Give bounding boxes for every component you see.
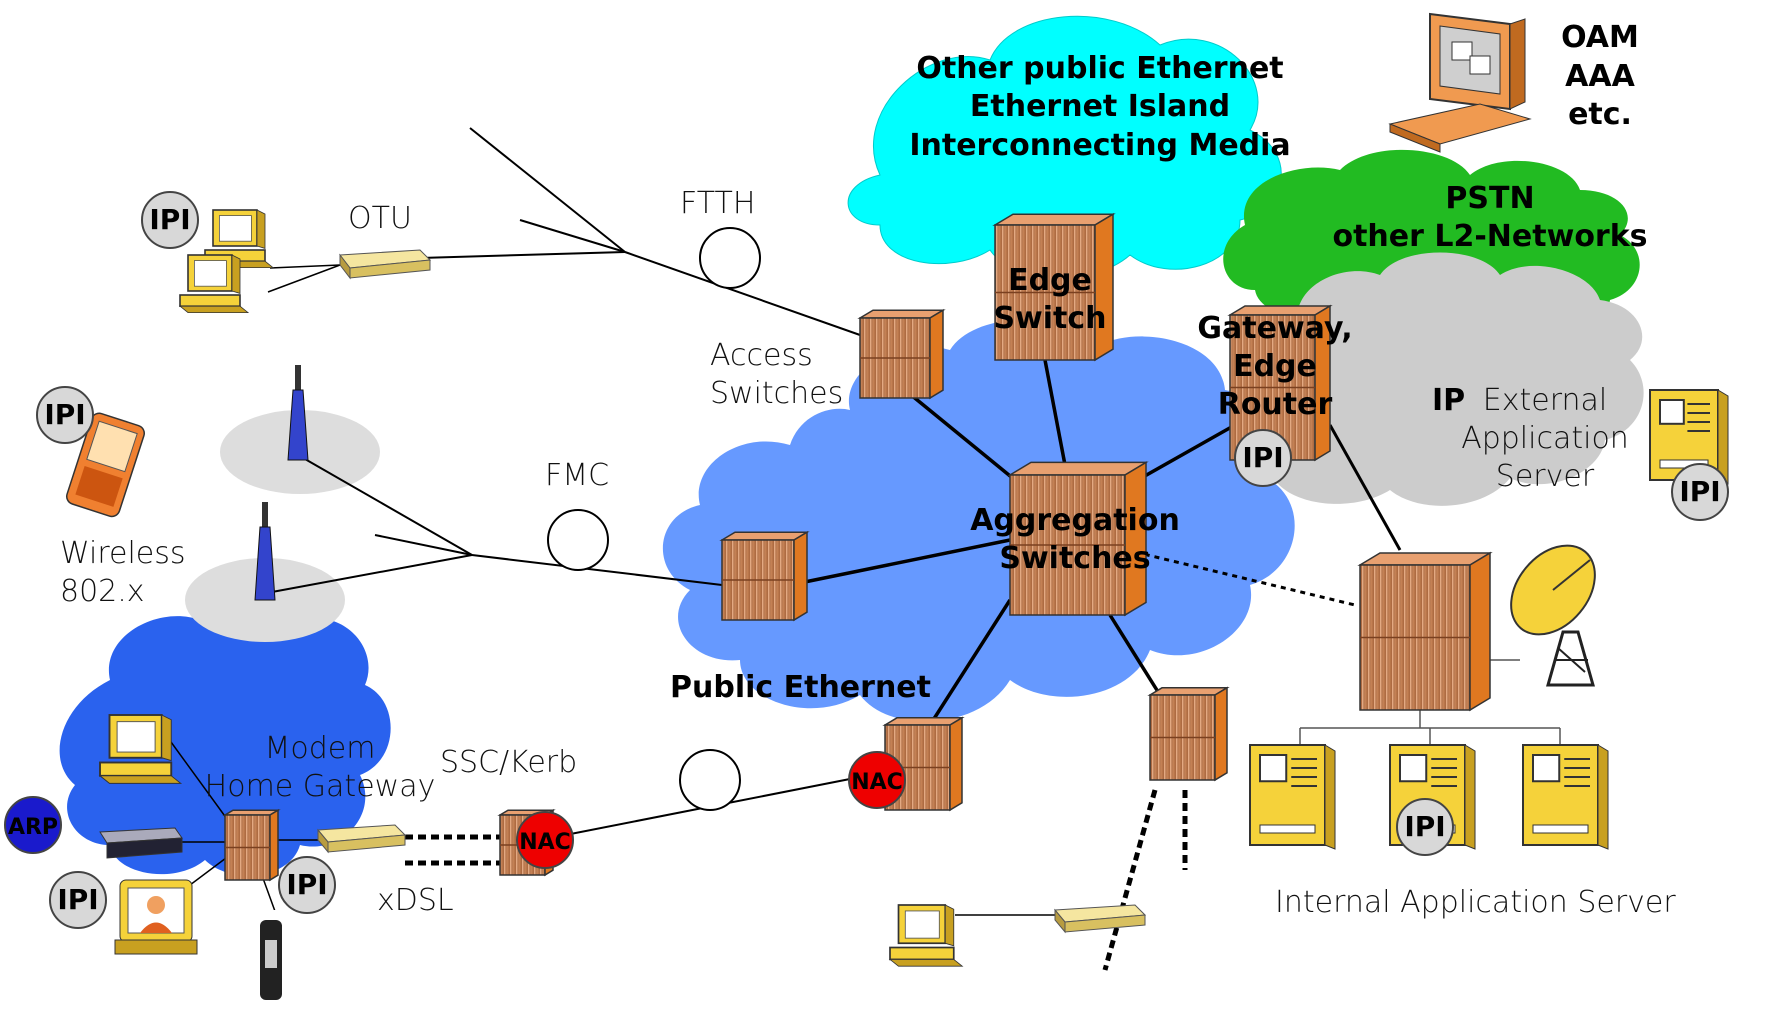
dsl-ring [679, 749, 741, 811]
ipi-badge-label: IPI [1242, 441, 1283, 474]
cloud-ip [1232, 252, 1644, 506]
video-phone-icon [114, 879, 198, 955]
ipi-badge-label: IPI [1404, 810, 1445, 843]
oam-workstation-icon [1388, 12, 1532, 153]
internal-server-label: Internal Application Server [1275, 885, 1676, 920]
other-public-line-1: Other public Ethernet [916, 51, 1283, 86]
fmc-ring [547, 509, 609, 571]
ftth-label: FTTH [680, 186, 755, 221]
wireless-line-1: Wireless [60, 536, 186, 571]
wireless-tower-icon [254, 502, 276, 601]
ipi-badge: IPI [36, 386, 94, 444]
pda-icon [65, 412, 145, 518]
otu-label: OTU [348, 201, 412, 236]
internal-app-server-icon [1522, 744, 1609, 850]
nac-badge: NAC [516, 811, 574, 869]
dsl-modem-icon [316, 824, 407, 854]
gateway-line-3: Router [1218, 387, 1333, 422]
set-top-box-icon [99, 827, 183, 859]
pstn-line-1: PSTN [1445, 181, 1534, 216]
ipi-badge-label: IPI [57, 883, 98, 916]
external-app-server-icon [1649, 389, 1729, 485]
other-public-line-2: Ethernet Island [970, 89, 1230, 124]
ssc-kerb-label: SSC/Kerb [440, 745, 577, 780]
ipi-badge-label: IPI [286, 868, 327, 901]
ipi-badge: IPI [141, 191, 199, 249]
gateway-line-1: Gateway, [1197, 311, 1352, 346]
nac-badge-label: NAC [851, 770, 903, 795]
oam-line-3: etc. [1568, 97, 1632, 132]
gateway-line-2: Edge [1233, 349, 1317, 384]
handset-icon [250, 910, 290, 1005]
wireless-line-2: 802.x [60, 574, 145, 609]
ipi-badge-label: IPI [149, 203, 190, 236]
edge-switch [992, 212, 1116, 362]
aggregation-line-1: Aggregation [970, 503, 1180, 538]
modem-line-1: Modem [265, 731, 376, 766]
wireless-tower-icon [287, 365, 309, 461]
internal-app-server-icon [1249, 744, 1336, 850]
access-switch-fmc [719, 530, 810, 622]
ipi-badge: IPI [49, 871, 107, 929]
computer-icon [178, 254, 250, 314]
ipi-badge-label: IPI [44, 398, 85, 431]
aggregation-switch [1007, 461, 1149, 617]
ipi-badge-label: IPI [1679, 475, 1720, 508]
links [154, 127, 1561, 971]
oam-text: OAM AAA etc. [1561, 20, 1639, 132]
external-server-line-3: Server [1496, 459, 1595, 494]
access-switches-line-2: Switches [710, 376, 843, 411]
ipi-badge: IPI [1671, 463, 1729, 521]
pstn-line-2: other L2-Networks [1332, 219, 1647, 254]
other-public-line-3: Interconnecting Media [909, 128, 1290, 163]
fmc-label: FMC [545, 458, 609, 493]
nac-badge-label: NAC [519, 830, 571, 855]
oam-line-1: OAM [1561, 20, 1639, 55]
computer-icon [888, 904, 964, 967]
access-switch-bottom [1147, 686, 1230, 782]
xdsl-label: xDSL [377, 883, 454, 918]
otu-device-icon [339, 249, 432, 280]
access-switches-line-1: Access [710, 338, 813, 373]
ipi-badge: IPI [278, 856, 336, 914]
access-switch-ftth [857, 308, 946, 400]
external-server-line-1: External [1483, 383, 1607, 418]
satellite-dish-icon [1510, 544, 1596, 687]
edge-switch-line-1: Edge [1008, 263, 1092, 298]
bottom-modem-icon [1053, 904, 1147, 934]
home-gateway-switch [222, 808, 281, 882]
nac-badge: NAC [848, 751, 906, 809]
arp-badge: ARP [4, 796, 62, 854]
edge-switch-line-2: Switch [993, 301, 1106, 336]
computer-icon [98, 714, 183, 784]
aggregation-line-2: Switches [999, 541, 1150, 576]
oam-line-2: AAA [1565, 59, 1635, 94]
ipi-badge: IPI [1396, 798, 1454, 856]
pstn-text: PSTN other L2-Networks [1332, 181, 1647, 254]
modem-line-2: Home Gateway [205, 769, 436, 804]
external-server-line-2: Application [1461, 421, 1629, 456]
ftth-ring [699, 227, 761, 289]
datacenter-switch [1357, 551, 1493, 712]
ip-label: IP [1432, 383, 1465, 418]
cloud-home [59, 593, 391, 876]
arp-badge-label: ARP [8, 815, 58, 840]
cloud-public-ethernet [662, 319, 1295, 722]
cloud-other-public-text: Other public Ethernet Ethernet Island In… [909, 51, 1290, 163]
public-ethernet-label: Public Ethernet [670, 670, 931, 705]
ipi-badge: IPI [1234, 429, 1292, 487]
